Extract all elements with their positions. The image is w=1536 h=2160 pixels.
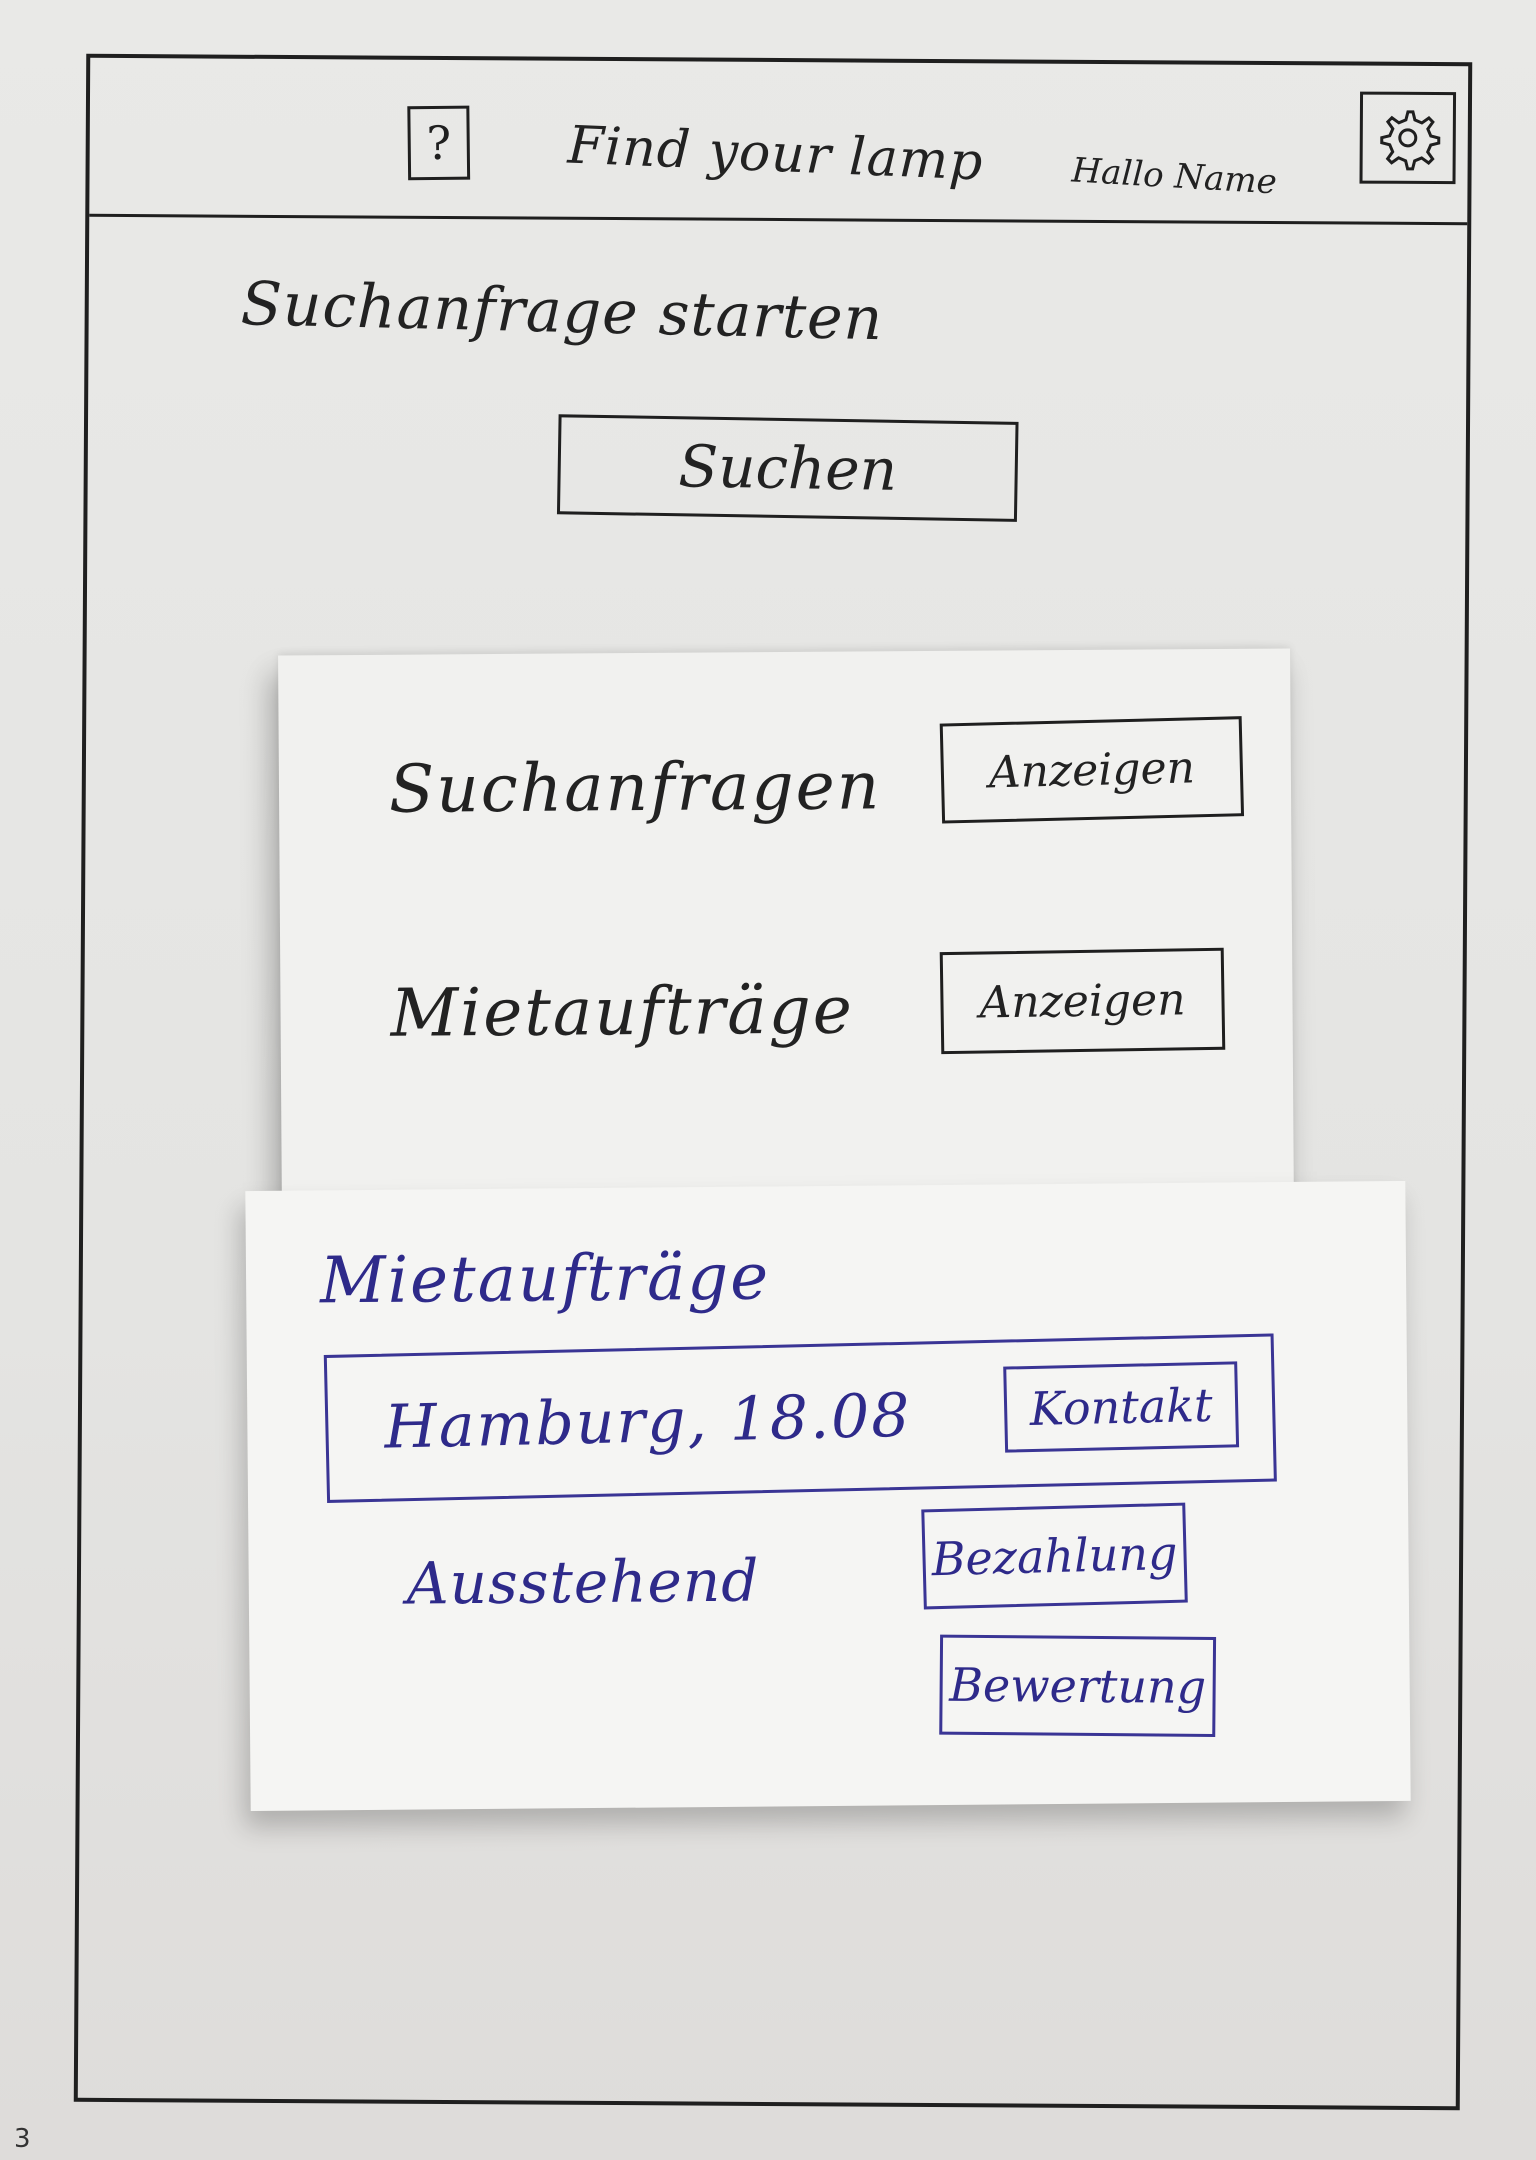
rental-orders-label: Mietaufträge	[390, 971, 855, 1052]
question-mark-icon: ?	[426, 115, 452, 171]
review-button[interactable]: Bewertung	[939, 1634, 1217, 1738]
show-rental-orders-button[interactable]: Anzeigen	[939, 947, 1226, 1055]
device-frame: ? Find your lamp Hallo Name Suchanfrage …	[73, 53, 1473, 2111]
user-greeting: Hallo Name	[1070, 150, 1278, 203]
order-status: Ausstehend	[406, 1546, 760, 1618]
rental-orders-panel: Mietaufträge Hamburg, 18.08 Kontakt Auss…	[245, 1180, 1411, 1812]
search-section-title: Suchanfrage starten	[239, 269, 885, 355]
help-button[interactable]: ?	[407, 105, 471, 181]
page-number: 3	[14, 2124, 31, 2154]
payment-button[interactable]: Bezahlung	[921, 1502, 1188, 1610]
rental-order-card[interactable]: Hamburg, 18.08 Kontakt	[323, 1333, 1277, 1503]
search-requests-label: Suchanfragen	[388, 747, 882, 828]
app-header: ? Find your lamp Hallo Name	[89, 57, 1469, 226]
overview-panel: Suchanfragen Anzeigen Mietaufträge Anzei…	[278, 648, 1294, 1216]
gear-icon	[1380, 110, 1441, 171]
rental-orders-title: Mietaufträge	[319, 1240, 771, 1319]
search-button[interactable]: Suchen	[556, 414, 1019, 522]
order-location-date: Hamburg, 18.08	[383, 1380, 913, 1463]
settings-button[interactable]	[1359, 91, 1457, 185]
show-search-requests-button[interactable]: Anzeigen	[939, 716, 1245, 824]
app-title: Find your lamp	[566, 115, 985, 193]
contact-button[interactable]: Kontakt	[1003, 1361, 1240, 1453]
